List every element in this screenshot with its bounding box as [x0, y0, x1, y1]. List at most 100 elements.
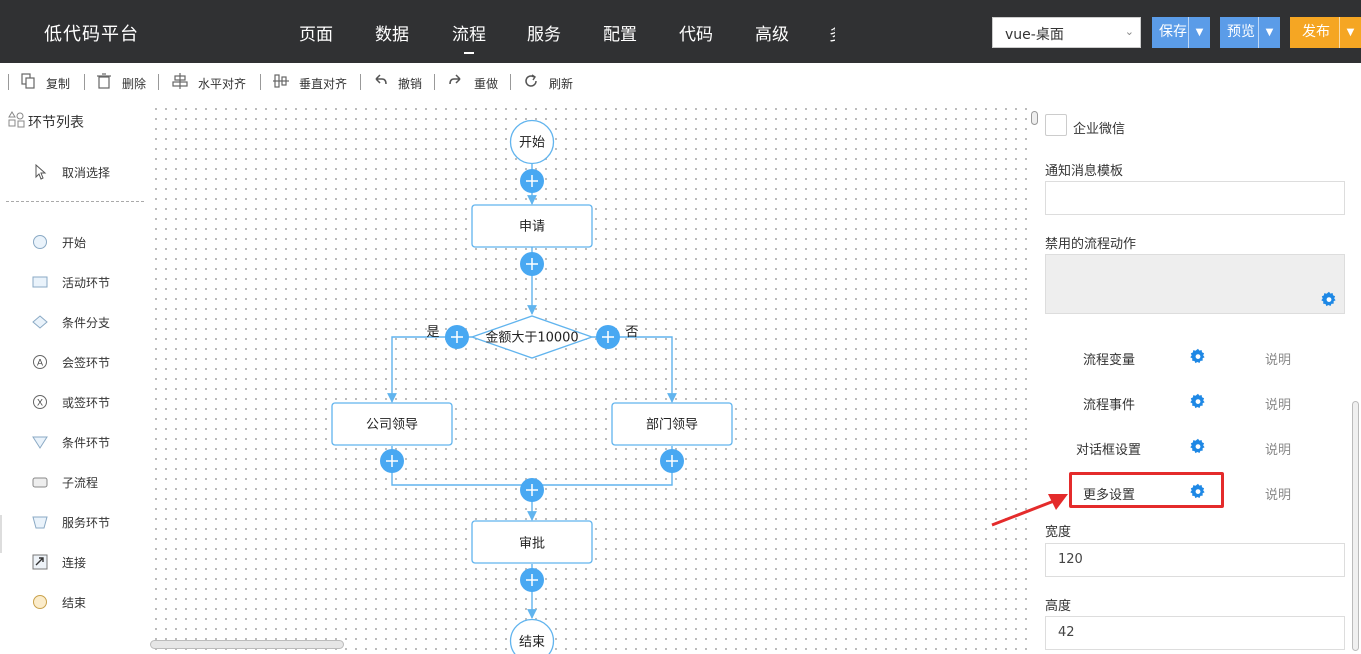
triangle-icon	[32, 436, 48, 449]
flow-variables-label: 流程变量	[1083, 353, 1136, 368]
redo-label: 重做	[474, 77, 499, 91]
width-input-value: 120	[1058, 552, 1083, 567]
redo-icon	[449, 74, 461, 85]
undo-label: 撤销	[398, 77, 423, 91]
node-start-label: 开始	[519, 136, 545, 151]
undo-icon	[375, 74, 387, 85]
nav-flow[interactable]: 流程	[452, 20, 486, 54]
nav-config[interactable]: 配置	[603, 25, 637, 45]
node-approve[interactable]	[471, 520, 593, 564]
disabled-actions-field[interactable]	[1045, 254, 1345, 314]
node-condition-label: 金额大于10000	[485, 330, 578, 346]
toolbar-divider	[260, 74, 261, 90]
canvas-horizontal-scrollbar[interactable]	[150, 640, 344, 649]
align-vertical-icon	[273, 74, 289, 88]
gear-icon[interactable]	[1190, 393, 1206, 409]
flow-events-help[interactable]: 说明	[1265, 398, 1292, 413]
app-title: 低代码平台	[44, 24, 139, 45]
width-label: 宽度	[1045, 525, 1072, 540]
gear-icon[interactable]	[1321, 291, 1337, 307]
rounded-rect-icon	[32, 477, 48, 488]
add-node-icon[interactable]	[520, 169, 544, 193]
cursor-icon	[35, 164, 47, 180]
nav-code[interactable]: 代码	[679, 25, 713, 45]
dialog-settings-help[interactable]: 说明	[1265, 443, 1292, 458]
add-node-icon[interactable]	[520, 478, 544, 502]
top-bar: 低代码平台 页面 数据 流程 服务 配置 代码 高级 多 vue-桌面 ⌄ 保存…	[0, 0, 1361, 63]
publish-button[interactable]: 发布 ▼	[1290, 17, 1361, 48]
flow-variables-help[interactable]: 说明	[1265, 353, 1292, 368]
template-input[interactable]	[1045, 181, 1345, 215]
add-node-icon[interactable]	[380, 449, 404, 473]
palette-item-label: 服务环节	[62, 516, 111, 530]
height-input-value: 42	[1058, 625, 1075, 640]
save-button[interactable]: 保存 ▼	[1152, 17, 1210, 48]
add-node-icon[interactable]	[596, 325, 620, 349]
node-apply-label: 申请	[519, 220, 545, 235]
flow-canvas[interactable]: 开始 申请 金额大于10000 公司领导 部门领导 审批 结束 是 否	[148, 101, 1030, 654]
gear-icon[interactable]	[1190, 438, 1206, 454]
copy-icon	[21, 73, 35, 89]
palette-item-label: 结束	[62, 596, 87, 610]
align-horizontal-icon	[172, 73, 188, 89]
palette-item-label: 条件分支	[62, 316, 111, 330]
node-end[interactable]	[509, 618, 555, 654]
flow-diagram: 开始 申请 金额大于10000 公司领导 部门领导 审批 结束 是 否	[331, 119, 733, 654]
template-label: 通知消息模板	[1045, 164, 1124, 179]
panel-vertical-scrollbar[interactable]	[1352, 401, 1359, 651]
nav-data[interactable]: 数据	[375, 25, 409, 45]
node-department-leader-label: 部门领导	[646, 418, 698, 433]
preview-button[interactable]: 预览 ▼	[1220, 17, 1280, 48]
height-input[interactable]: 42	[1045, 616, 1345, 650]
save-button-label: 保存	[1159, 24, 1187, 40]
node-apply[interactable]	[471, 204, 593, 248]
nav-more[interactable]: 多	[829, 20, 835, 45]
more-settings-help[interactable]: 说明	[1265, 488, 1292, 503]
gear-icon[interactable]	[1190, 483, 1206, 499]
node-start[interactable]	[509, 119, 555, 165]
add-node-icon[interactable]	[520, 568, 544, 592]
platform-select[interactable]: vue-桌面 ⌄	[992, 17, 1141, 48]
toolbar-divider	[8, 74, 9, 90]
connect-icon	[32, 554, 48, 570]
publish-button-label: 发布	[1302, 24, 1330, 40]
add-node-buttons	[380, 169, 684, 592]
palette-item-label: 子流程	[62, 476, 99, 490]
add-node-icon[interactable]	[660, 449, 684, 473]
trash-icon	[97, 73, 111, 89]
node-condition[interactable]	[470, 315, 594, 359]
caret-down-icon[interactable]: ▼	[1258, 17, 1280, 48]
palette-divider	[6, 201, 144, 202]
wechat-label: 企业微信	[1073, 122, 1126, 137]
chevron-down-icon: ⌄	[1124, 25, 1134, 38]
circle-icon	[33, 235, 47, 249]
caret-down-icon[interactable]: ▼	[1188, 17, 1210, 48]
palette-item-label: 会签环节	[62, 356, 111, 370]
height-label: 高度	[1045, 599, 1072, 614]
palette-title-label: 环节列表	[28, 115, 84, 131]
gear-icon[interactable]	[1190, 348, 1206, 364]
v-align-label: 垂直对齐	[299, 77, 348, 91]
width-input[interactable]: 120	[1045, 543, 1345, 577]
caret-down-icon[interactable]: ▼	[1339, 17, 1361, 48]
circle-a-icon: A	[33, 355, 47, 369]
node-company-leader[interactable]	[331, 402, 453, 446]
node-approve-label: 审批	[519, 537, 545, 552]
red-arrow-icon	[991, 494, 1068, 527]
nav-advanced[interactable]: 高级	[755, 25, 789, 45]
dialog-settings-label: 对话框设置	[1076, 443, 1142, 458]
panel-scroll-handle[interactable]	[1031, 111, 1038, 125]
add-node-icon[interactable]	[520, 252, 544, 276]
wechat-checkbox[interactable]	[1045, 114, 1067, 136]
palette-item-label: 开始	[62, 236, 87, 250]
add-node-icon[interactable]	[445, 325, 469, 349]
nav-page[interactable]: 页面	[299, 25, 333, 45]
svg-text:A: A	[37, 358, 43, 368]
toolbar-divider	[84, 74, 85, 90]
svg-text:X: X	[37, 398, 43, 408]
node-department-leader[interactable]	[611, 402, 733, 446]
nav-service[interactable]: 服务	[527, 25, 561, 45]
edge-yes-label: 是	[426, 325, 439, 340]
palette-scroll-edge	[0, 515, 2, 553]
toolbar-divider	[510, 74, 511, 90]
